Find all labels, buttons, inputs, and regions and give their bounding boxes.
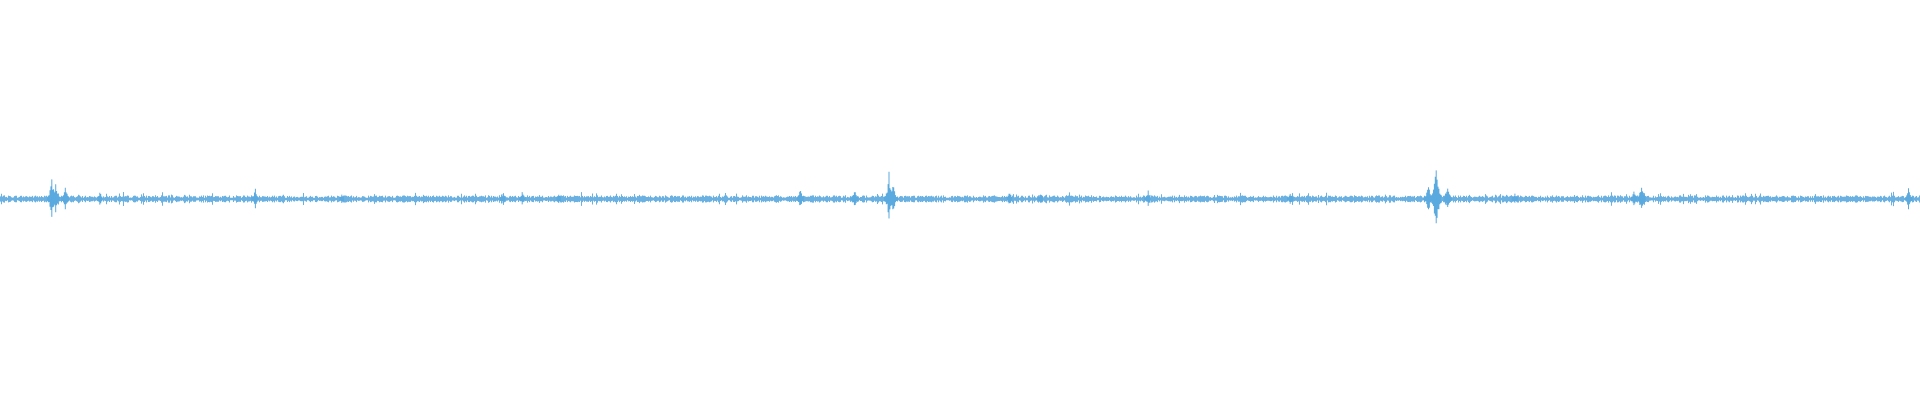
waveform-peak-2: [61, 187, 70, 210]
waveform-peaks: [46, 170, 1913, 224]
waveform-peak-14: [1037, 194, 1043, 203]
waveform-peak-9: [796, 191, 804, 206]
waveform-peak-18: [1431, 170, 1442, 224]
waveform-peak-7: [519, 192, 526, 205]
waveform-peak-22: [1637, 187, 1646, 208]
waveform-peak-20: [1511, 193, 1519, 203]
waveform-peak-19: [1443, 188, 1452, 207]
waveform-peak-12: [888, 187, 898, 210]
waveform-peak-10: [850, 192, 859, 206]
waveform-peak-16: [1287, 193, 1294, 204]
waveform-peak-6: [499, 194, 506, 204]
waveform-peak-1: [50, 184, 60, 213]
waveform-peak-13: [1006, 193, 1013, 204]
waveform-peak-21: [1630, 191, 1638, 206]
waveform-peak-23: [1905, 188, 1913, 210]
waveform-peak-4: [251, 188, 259, 209]
waveform-peak-3: [97, 192, 103, 205]
waveform-peak-8: [556, 194, 561, 203]
waveform-peak-5: [339, 194, 345, 203]
waveform-peak-15: [1144, 190, 1151, 206]
